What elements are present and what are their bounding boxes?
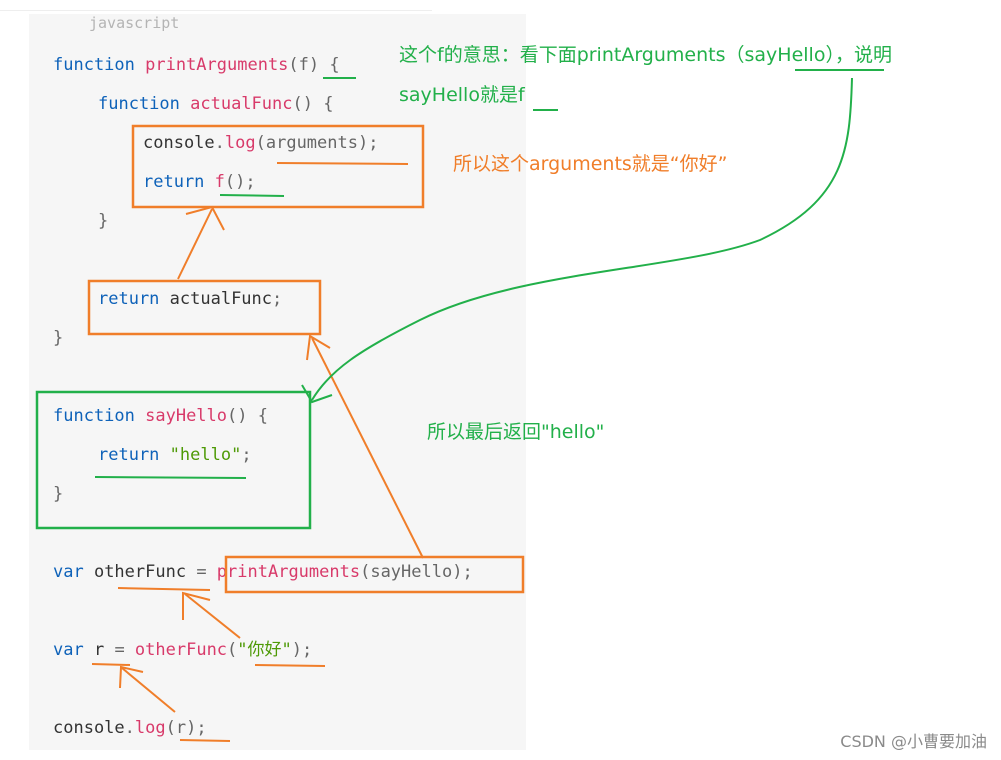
code-line: var otherFunc = printArguments(sayHello)… xyxy=(53,561,473,583)
code-line: function actualFunc() { xyxy=(98,93,333,115)
csdn-watermark: CSDN @小曹要加油 xyxy=(840,732,987,751)
code-token: actualFunc xyxy=(169,289,273,309)
code-line: function sayHello() { xyxy=(53,405,268,427)
code-token: log xyxy=(224,133,256,153)
code-token: log xyxy=(134,718,166,738)
annotation-note-f-line2: sayHello就是f xyxy=(399,84,525,106)
code-line: } xyxy=(98,210,108,232)
code-token: . xyxy=(214,133,225,153)
code-token: (r); xyxy=(165,718,207,738)
code-token: sayHello xyxy=(145,406,228,426)
code-line: return f(); xyxy=(143,171,256,193)
code-token: } xyxy=(53,328,64,348)
code-token: = xyxy=(196,562,217,582)
code-token: printArguments xyxy=(216,562,361,582)
code-line: } xyxy=(53,483,63,505)
code-token: () { xyxy=(292,94,334,114)
code-token: f xyxy=(214,172,225,192)
code-token: "hello" xyxy=(169,445,242,465)
code-token: ; xyxy=(241,445,252,465)
code-token: return xyxy=(98,445,170,465)
code-line: return "hello"; xyxy=(98,444,252,466)
code-token: return xyxy=(143,172,215,192)
code-token: ( xyxy=(227,640,238,660)
code-token: otherFunc xyxy=(134,640,228,660)
code-line: var r = otherFunc("你好"); xyxy=(53,639,312,661)
code-line: console.log(r); xyxy=(53,717,207,739)
code-token: ; xyxy=(272,289,283,309)
code-token: var xyxy=(53,562,94,582)
code-line: return actualFunc; xyxy=(98,288,282,310)
language-label: javascript xyxy=(89,14,180,32)
code-token: return xyxy=(98,289,170,309)
code-token: actualFunc xyxy=(190,94,293,114)
code-token: } xyxy=(53,484,64,504)
code-token: (f) { xyxy=(288,55,340,75)
code-line: } xyxy=(53,327,63,349)
top-divider xyxy=(0,10,432,11)
code-token: function xyxy=(53,406,146,426)
code-token: . xyxy=(124,718,135,738)
code-token: (sayHello); xyxy=(360,562,473,582)
code-line: function printArguments(f) { xyxy=(53,54,340,76)
annotation-note-arguments: 所以这个arguments就是“你好” xyxy=(453,153,728,175)
code-token: function xyxy=(53,55,146,75)
code-token: console xyxy=(143,133,215,153)
code-token: "你好" xyxy=(237,640,292,660)
code-token: console xyxy=(53,718,125,738)
code-token: var xyxy=(53,640,94,660)
code-token: } xyxy=(98,211,109,231)
code-token: = xyxy=(114,640,135,660)
code-token: function xyxy=(98,94,191,114)
code-token: otherFunc xyxy=(93,562,197,582)
code-token: (); xyxy=(224,172,256,192)
code-token: () { xyxy=(227,406,268,426)
annotation-note-f-line1: 这个f的意思：看下面printArguments（sayHello），说明 xyxy=(399,44,892,66)
code-token: printArguments xyxy=(145,55,289,75)
code-token: r xyxy=(93,640,115,660)
code-token: ); xyxy=(291,640,313,660)
code-token: (arguments); xyxy=(255,133,379,153)
annotation-note-return-hello: 所以最后返回"hello" xyxy=(427,421,605,443)
code-line: console.log(arguments); xyxy=(143,132,378,154)
